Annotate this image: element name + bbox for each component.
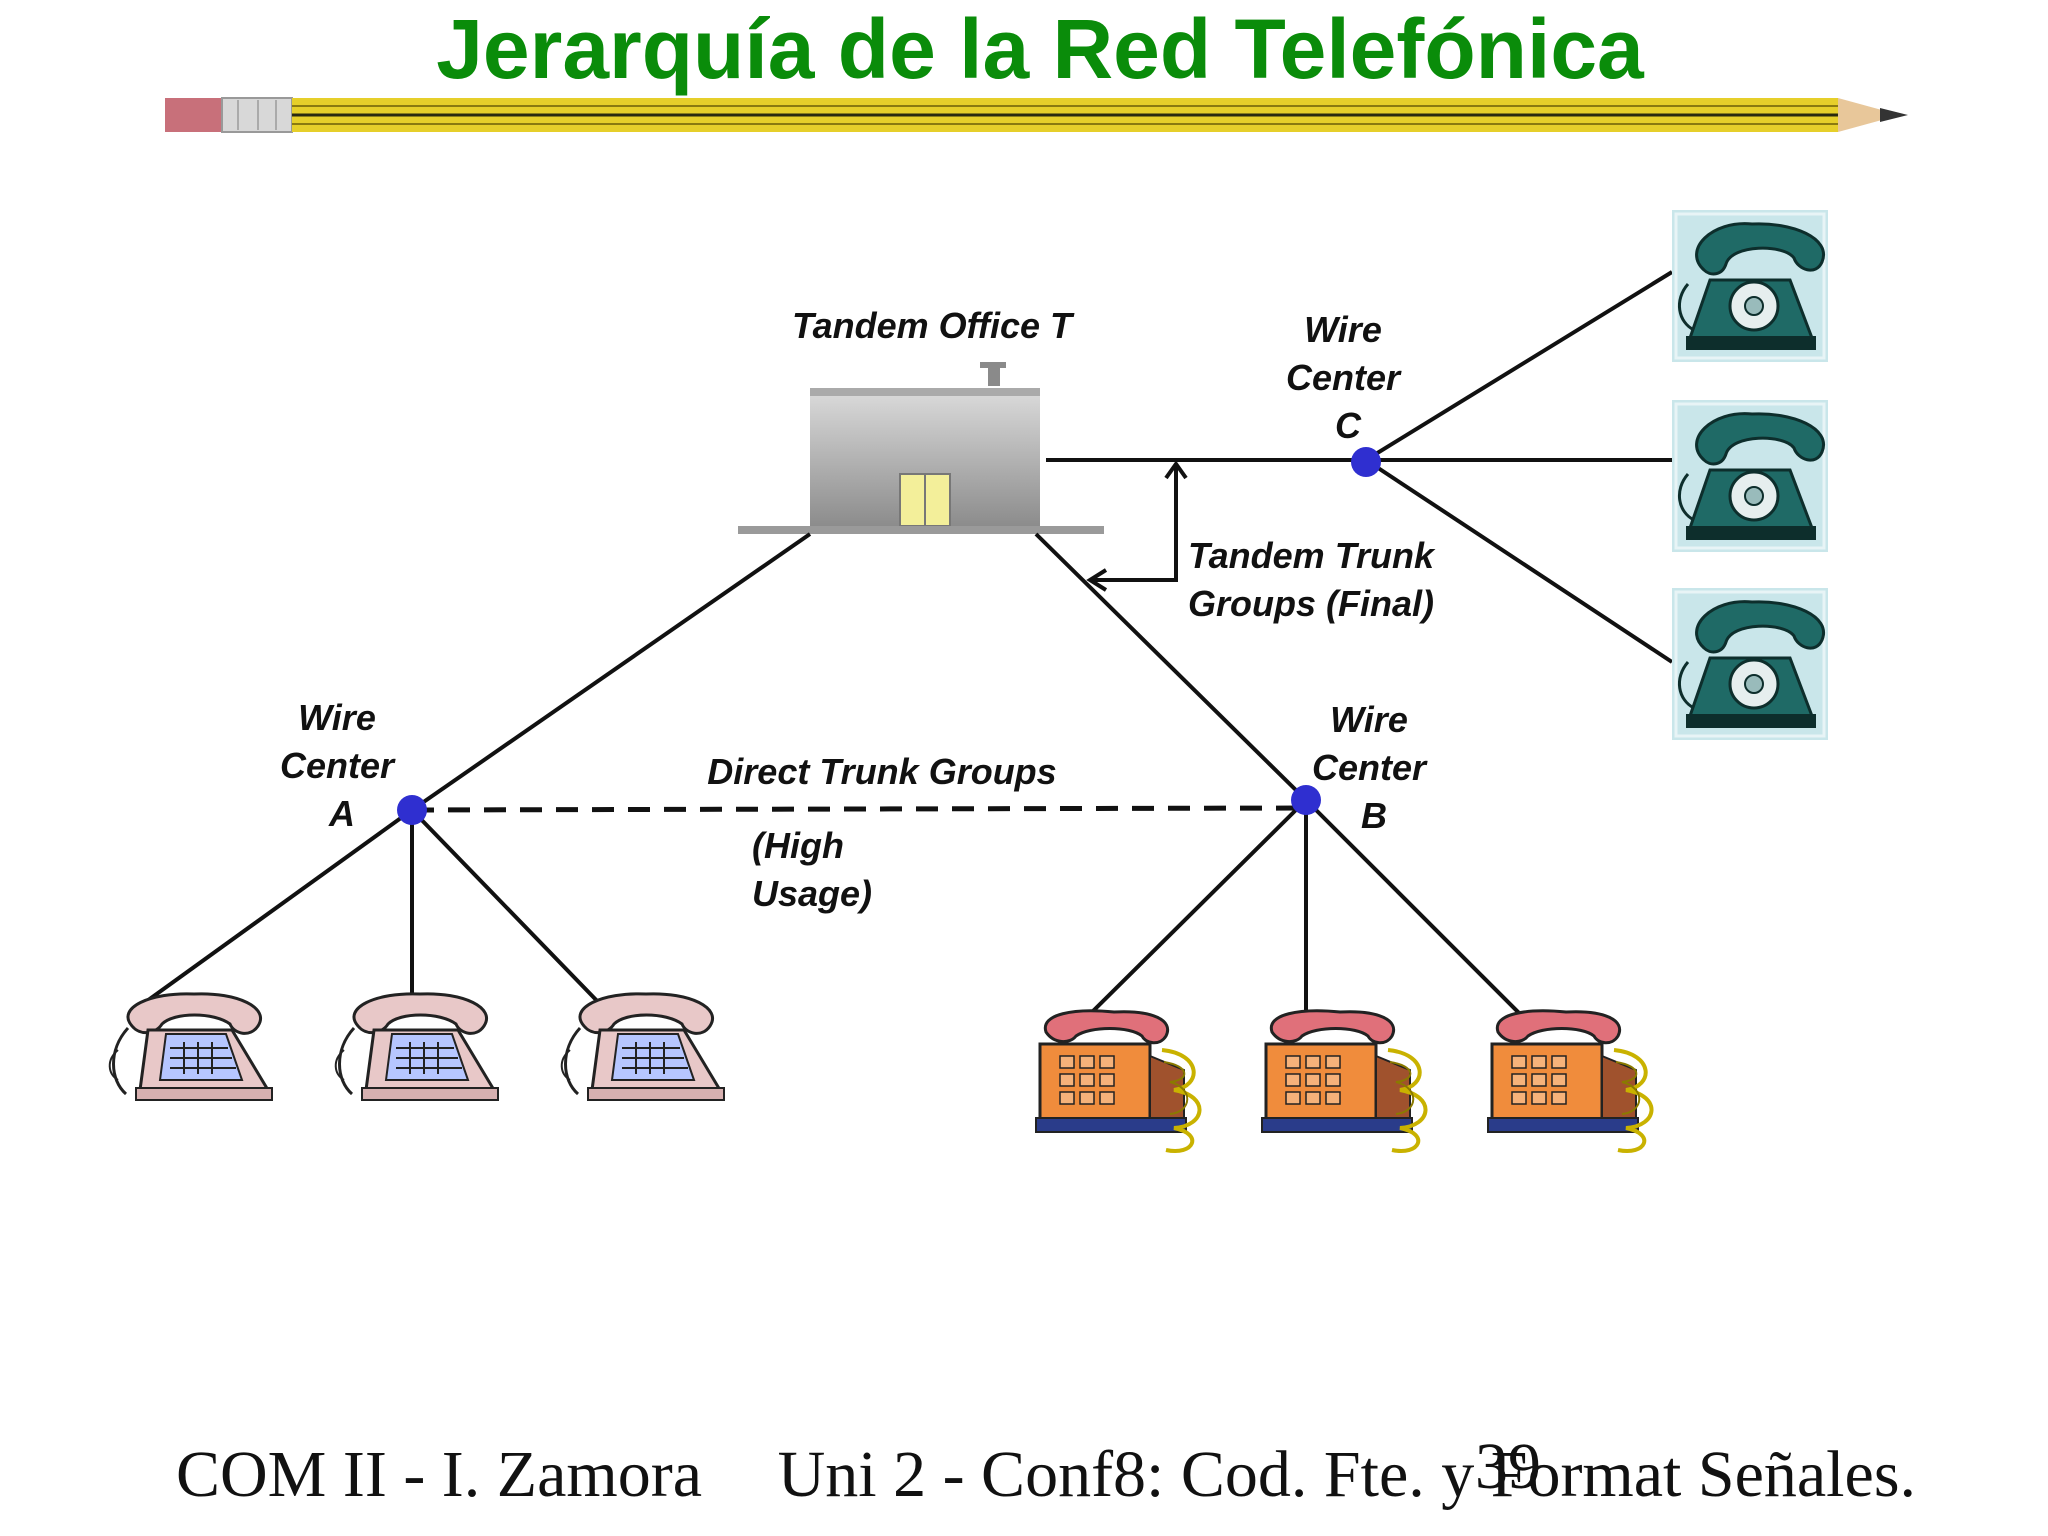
footer-topic: Uni 2 - Conf8: Cod. Fte. y Format Señale…: [778, 1438, 1916, 1511]
link-tandem-to-b: [1034, 532, 1308, 802]
direct-trunk-dashed-line: [411, 805, 1307, 813]
wire-center-a-node: [397, 795, 427, 825]
link-tandem-to-a: [410, 532, 812, 812]
telephone-icon: [1034, 1008, 1202, 1154]
footer-course: COM II - I. Zamora: [176, 1438, 702, 1511]
telephone-icon: [334, 992, 500, 1102]
wire-center-a-label: Wire Center A: [280, 697, 404, 834]
tandem-office-label: Tandem Office T: [792, 305, 1075, 346]
telephone-icon: [1670, 208, 1830, 364]
telephone-icon: [1486, 1008, 1654, 1154]
telephone-icon: [560, 992, 726, 1102]
link-b-phone1: [1082, 798, 1308, 1022]
wire-center-c-node: [1351, 447, 1381, 477]
wire-center-c-label: Wire Center C: [1286, 309, 1410, 446]
telephone-icon: [108, 992, 274, 1102]
slide-title: Jerarquía de la Red Telefónica: [436, 2, 1645, 96]
wire-center-b-node: [1291, 785, 1321, 815]
telephone-icon: [1260, 1008, 1428, 1154]
telephone-icon: [1670, 398, 1830, 554]
footer-page-number: 39: [1475, 1430, 1541, 1503]
link-a-phone3: [410, 808, 604, 1008]
wire-center-b-label: Wire Center B: [1312, 699, 1436, 836]
link-a-phone1: [138, 808, 414, 1008]
high-usage-label: (High Usage): [752, 825, 872, 914]
direct-trunk-label: Direct Trunk Groups: [707, 751, 1056, 792]
link-b-phone3: [1304, 798, 1528, 1022]
pencil-divider-icon: [165, 97, 1908, 133]
tandem-trunk-label: Tandem Trunk Groups (Final): [1188, 535, 1444, 624]
tandem-trunk-pointer: [1086, 460, 1188, 592]
link-c-phone3: [1364, 458, 1674, 664]
telephone-icon: [1670, 586, 1830, 742]
tandem-office-building-icon: [738, 362, 1104, 534]
link-c-phone1: [1364, 270, 1674, 462]
